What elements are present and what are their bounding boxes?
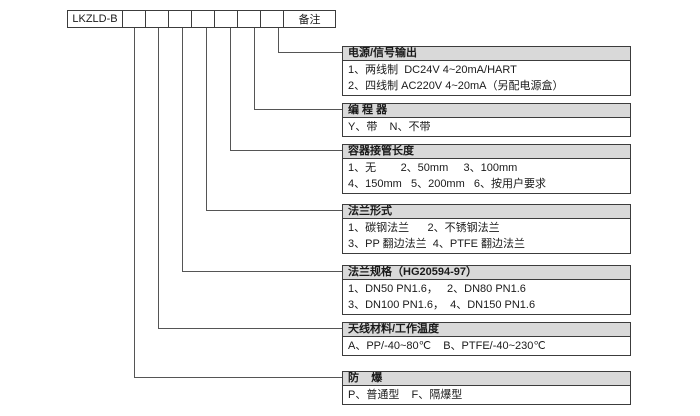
option-line: 1、碳钢法兰 2、不锈钢法兰 [348,222,500,234]
option-line: 3、PP 翻边法兰 4、PTFE 翻边法兰 [348,238,526,250]
section-title: 电源/信号输出 [342,46,631,61]
connector-line-programmer [254,28,342,110]
section-options: 1、DN50 PN1.6， 2、DN80 PN1.6 3、DN100 PN1.6，… [342,279,631,315]
option-line: Y、带 N、不带 [348,121,431,133]
section-title: 天线材料/工作温度 [342,322,631,337]
option-line: 3、DN100 PN1.6， 4、DN150 PN1.6 [348,299,536,311]
section-options: A、PP/-40~80℃ B、PTFE/-40~230℃ [342,336,631,356]
section-title: 法兰规格（HG20594-97） [342,265,631,280]
option-line: 1、DN50 PN1.6， 2、DN80 PN1.6 [348,283,526,295]
section-antenna-material-working-temp: 天线材料/工作温度 A、PP/-40~80℃ B、PTFE/-40~230℃ [342,322,631,356]
option-line: A、PP/-40~80℃ B、PTFE/-40~230℃ [348,340,546,352]
section-title: 法兰形式 [342,204,631,219]
connector-line-flange-spec [182,28,342,272]
section-power-signal-output: 电源/信号输出 1、两线制 DC24V 4~20mA/HART 2、四线制 AC22… [342,46,631,96]
section-options: Y、带 N、不带 [342,117,631,137]
code-box-6 [237,10,261,28]
code-box-7 [260,10,284,28]
section-explosion-proof: 防 爆 P、普通型 F、隔爆型 [342,371,631,405]
section-flange-type: 法兰形式 1、碳钢法兰 2、不锈钢法兰 3、PP 翻边法兰 4、PTFE 翻边法兰 [342,204,631,254]
section-flange-spec: 法兰规格（HG20594-97）1、DN50 PN1.6， 2、DN80 PN1… [342,265,631,315]
option-line: 1、两线制 DC24V 4~20mA/HART [348,64,517,76]
model-code-row: LKZLD-B 备注 [67,10,336,28]
section-options: 1、无 2、50mm 3、100mm 4、150mm 5、200mm 6、按用户要… [342,158,631,194]
code-box-5 [214,10,238,28]
section-title: 容器接管长度 [342,144,631,159]
section-options: 1、碳钢法兰 2、不锈钢法兰 3、PP 翻边法兰 4、PTFE 翻边法兰 [342,218,631,254]
option-line: P、普通型 F、隔爆型 [348,389,463,401]
section-programmer: 编 程 器 Y、带 N、不带 [342,103,631,137]
connector-line-vessel-nozzle-length [230,28,342,151]
option-line: 2、四线制 AC220V 4~20mA（另配电源盒） [348,80,564,92]
code-box-3 [168,10,192,28]
section-options: 1、两线制 DC24V 4~20mA/HART 2、四线制 AC220V 4~20… [342,60,631,96]
code-box-2 [145,10,169,28]
option-line: 4、150mm 5、200mm 6、按用户要求 [348,178,547,190]
remark-box: 备注 [283,10,336,28]
model-prefix-box: LKZLD-B [67,10,123,28]
option-line: 1、无 2、50mm 3、100mm [348,162,518,174]
section-title: 防 爆 [342,371,631,386]
code-box-strip [122,10,284,28]
section-vessel-nozzle-length: 容器接管长度 1、无 2、50mm 3、100mm 4、150mm 5、200mm … [342,144,631,194]
connector-line-flange-type [206,28,342,211]
connector-line-explosion-proof [134,28,342,378]
code-box-1 [122,10,146,28]
code-box-4 [191,10,215,28]
connector-line-power-signal-output [278,28,342,53]
connector-line-antenna-material-working-temp [158,28,342,329]
section-title: 编 程 器 [342,103,631,118]
section-options: P、普通型 F、隔爆型 [342,385,631,405]
